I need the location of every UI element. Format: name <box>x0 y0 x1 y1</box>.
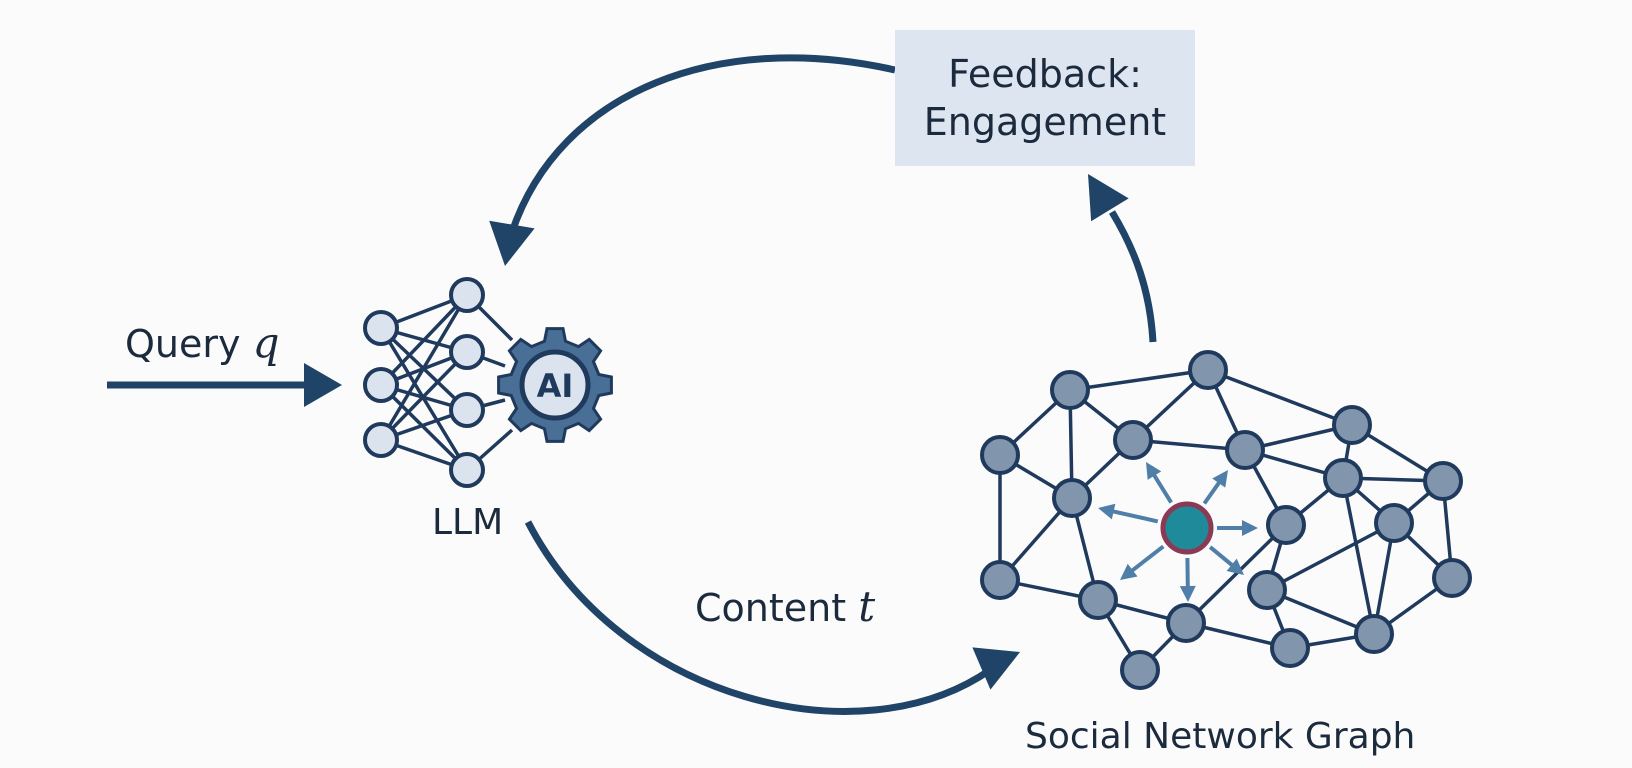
graph-node <box>1052 478 1092 518</box>
graph-node <box>1078 580 1118 620</box>
neural-network-icon <box>363 277 514 488</box>
content-arrow-head <box>972 647 1020 690</box>
propagation-arrow-head <box>1146 462 1162 480</box>
propagation-arrow-head <box>1098 503 1116 520</box>
graph-node <box>1247 570 1287 610</box>
graph-node <box>1270 628 1310 668</box>
gear-hub <box>519 349 591 421</box>
graph-node <box>1266 505 1306 545</box>
graph-label: Social Network Graph <box>1025 716 1416 757</box>
graph-node <box>1423 461 1463 501</box>
query-variable: q <box>252 318 280 367</box>
feedback-arrow-line <box>508 54 896 234</box>
feedback-arrow-head <box>489 220 535 266</box>
content-arrow-line <box>524 520 992 715</box>
graph-node <box>1113 420 1153 460</box>
graph-node <box>1332 405 1372 445</box>
gear-icon: AI <box>497 327 613 443</box>
graph-node <box>1166 603 1206 643</box>
propagation-arrow-line <box>1129 544 1165 573</box>
nn-node <box>363 422 399 458</box>
nn-node <box>449 452 485 488</box>
nn-node <box>449 334 485 370</box>
graph-node <box>1323 458 1363 498</box>
nn-connection <box>379 383 469 472</box>
llm-label: LLM <box>432 502 504 543</box>
propagation-arrow-head <box>1120 563 1138 580</box>
propagation-arrow-line <box>1202 480 1222 505</box>
graph-edge <box>1266 521 1395 592</box>
content-label-text: Content <box>695 586 859 630</box>
content-variable: t <box>858 582 876 631</box>
graph-edge <box>1341 477 1376 635</box>
engagement-arrow-line <box>1109 210 1157 343</box>
graph-node <box>1432 558 1472 598</box>
propagation-arrow-line <box>1151 472 1173 504</box>
feedback-title: Feedback: <box>948 52 1142 96</box>
graph-node <box>1225 430 1265 470</box>
propagation-arrow-line <box>1208 545 1235 568</box>
graph-edge <box>1207 368 1353 427</box>
graph-node <box>1188 350 1228 390</box>
graph-node <box>980 560 1020 600</box>
graph-node <box>1050 370 1090 410</box>
nn-connection <box>379 294 469 441</box>
engagement-arrow-head <box>1088 174 1129 222</box>
propagation-arrow-head <box>1242 520 1258 536</box>
graph-edge <box>1184 523 1288 625</box>
nn-node <box>449 392 485 428</box>
query-arrow-head <box>304 363 342 407</box>
content-label: Content t <box>695 582 875 631</box>
social-network-graph <box>980 350 1472 690</box>
propagation-arrow-line <box>1111 509 1159 524</box>
graph-node <box>1120 650 1160 690</box>
graph-node <box>1374 503 1414 543</box>
ai-badge-text: AI <box>537 367 574 405</box>
graph-node <box>1354 614 1394 654</box>
feedback-subtitle: Engagement <box>923 100 1167 144</box>
propagation-arrow-head <box>1212 470 1228 488</box>
flow-arrows <box>107 54 1157 715</box>
graph-node <box>980 435 1020 475</box>
query-label-text: Query <box>125 322 253 366</box>
source-node <box>1160 501 1214 555</box>
graph-edge <box>1069 368 1209 392</box>
nn-node <box>449 277 485 313</box>
nn-node <box>363 310 399 346</box>
nn-connection <box>379 350 469 442</box>
feedback-box: Feedback: Engagement <box>895 30 1195 166</box>
propagation-arrow-head <box>1179 585 1196 602</box>
query-label: Query q <box>125 318 279 367</box>
nn-connection <box>379 293 469 387</box>
propagation-arrow-head <box>1226 558 1244 575</box>
nn-node <box>363 367 399 403</box>
